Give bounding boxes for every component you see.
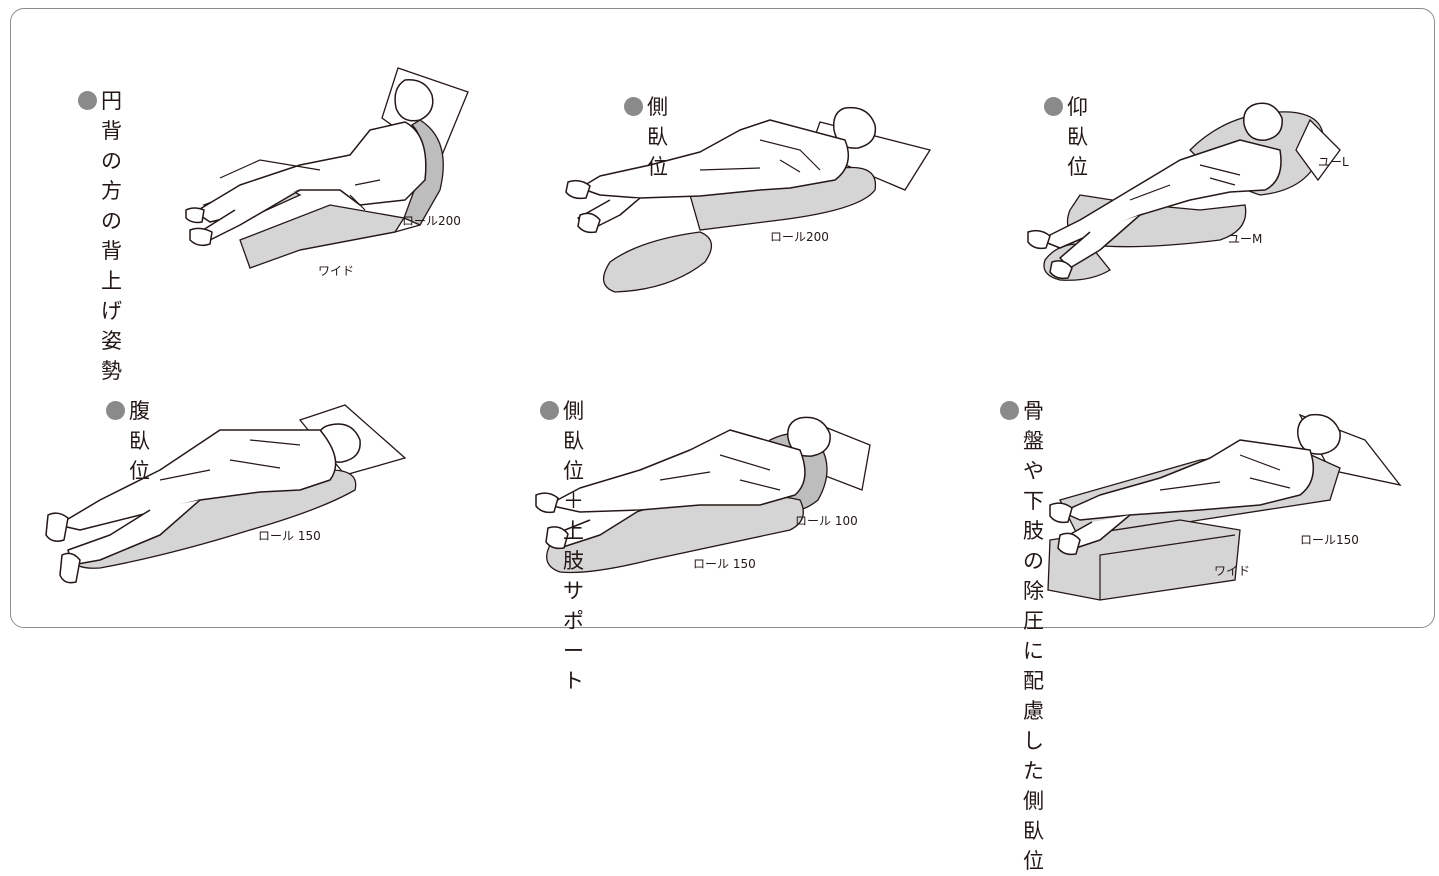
panel-title: 骨盤や下肢の除圧に 配慮した側臥位	[1000, 396, 1044, 876]
label-roll150: ロール 150	[258, 529, 321, 543]
title-text: 腹臥位	[129, 399, 150, 483]
content-frame	[10, 8, 1435, 628]
panel-title: 円背の方の背上げ姿勢	[78, 86, 122, 386]
panel-title: 側臥位	[624, 92, 668, 182]
bullet-icon	[1044, 97, 1063, 116]
title-text: 仰臥位	[1067, 95, 1088, 179]
label-roll150: ロール 150	[693, 557, 756, 571]
illustration-lateral-position	[565, 106, 932, 293]
label-roll100: ロール 100	[795, 514, 858, 528]
label-u-m: ユーM	[1228, 232, 1263, 246]
panel-title: 仰臥位	[1044, 92, 1088, 182]
illustration-prone-position	[45, 404, 407, 584]
label-wide: ワイド	[318, 264, 355, 278]
illustration-lateral-arm-support	[535, 416, 871, 574]
bullet-icon	[78, 91, 97, 110]
illustration-hunched-back-raise	[185, 67, 469, 269]
label-u-l: ユーL	[1318, 155, 1349, 169]
title-text: 円背の方の背上げ姿勢	[101, 89, 122, 383]
label-roll150: ロール150	[1300, 533, 1359, 547]
illustration-supine-position	[1027, 102, 1341, 281]
label-roll200: ロール200	[770, 230, 829, 244]
bullet-icon	[540, 401, 559, 420]
label-wide: ワイド	[1214, 564, 1251, 578]
illustration-lateral-pressure-relief	[1047, 413, 1402, 601]
label-roll200: ロール200	[402, 214, 461, 228]
bullet-icon	[1000, 401, 1019, 420]
bullet-icon	[624, 97, 643, 116]
bullet-icon	[106, 401, 125, 420]
panel-title: 腹臥位	[106, 396, 150, 486]
title-text: 骨盤や下肢の除圧に 配慮した側臥位	[1023, 399, 1044, 873]
title-text: 側臥位	[647, 95, 668, 179]
